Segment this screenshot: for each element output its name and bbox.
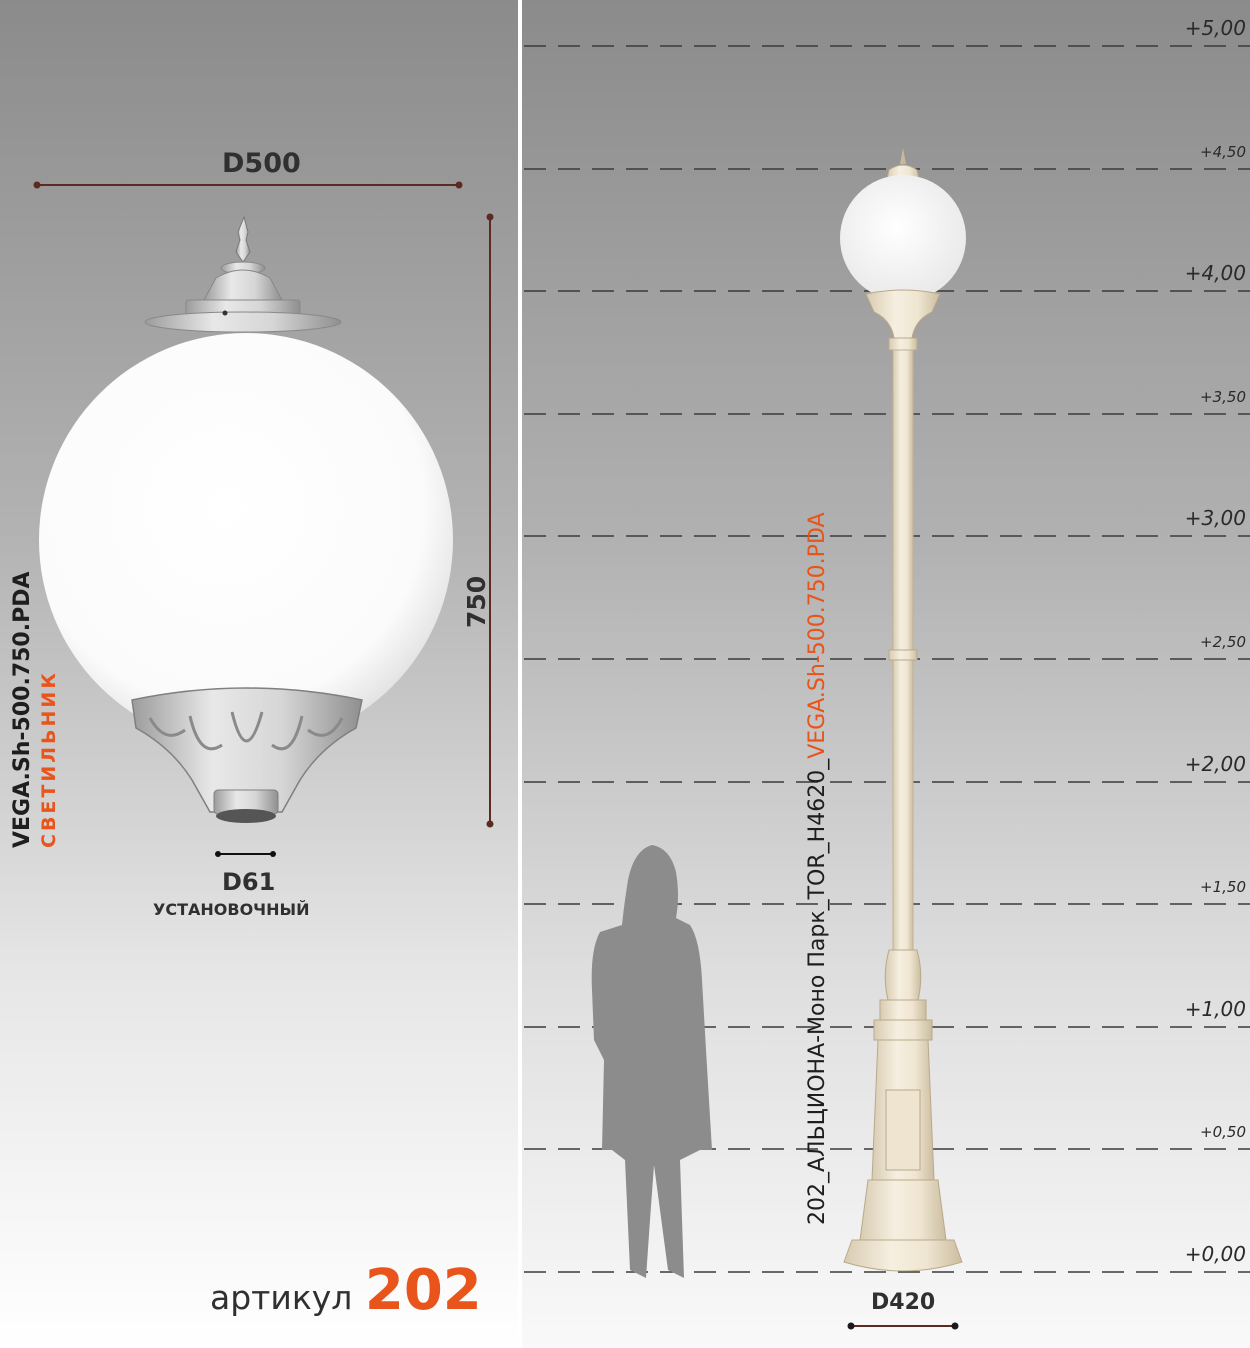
level-label: +1,50 [1200, 878, 1246, 896]
luminaire-drawing [33, 181, 494, 857]
level-label: +1,00 [1184, 997, 1246, 1021]
luminaire-cap [144, 215, 342, 333]
luminaire-base [131, 687, 363, 823]
person-silhouette [591, 845, 712, 1278]
mount-diameter-label: D61 [222, 868, 276, 896]
level-label: +0,50 [1200, 1123, 1246, 1141]
diameter-label: D500 [222, 148, 301, 179]
lamp-globe [840, 175, 966, 301]
product-name: 202_АЛЬЦИОНА-Моно Парк_TOR_H4620_VEGA.Sh… [805, 512, 830, 1225]
level-label: +3,00 [1184, 506, 1246, 530]
panel-divider [518, 0, 522, 1348]
level-label: +5,00 [1184, 16, 1246, 40]
level-label: +4,00 [1184, 261, 1246, 285]
article-block: артикул 202 [210, 1258, 482, 1323]
mount-caption: УСТАНОВОЧНЫЙ [153, 900, 310, 919]
level-label: +4,50 [1200, 143, 1246, 161]
base-dimension-line [847, 1322, 959, 1330]
article-number: 202 [364, 1258, 482, 1323]
level-label: +3,50 [1200, 388, 1246, 406]
lamp-post [840, 148, 966, 1272]
mount-dimension-line [215, 851, 276, 857]
luminaire-globe [39, 333, 453, 747]
product-prefix: 202_АЛЬЦИОНА-Моно Парк_TOR_H4620_ [805, 758, 830, 1225]
base-diameter-label: D420 [871, 1290, 936, 1315]
level-label: +2,00 [1184, 752, 1246, 776]
height-dimension-line [486, 213, 494, 828]
level-label: +2,50 [1200, 633, 1246, 651]
width-dimension-line [33, 181, 463, 189]
article-label: артикул [210, 1278, 353, 1317]
product-suffix: VEGA.Sh-500.750.PDA [805, 512, 830, 759]
level-label: +0,00 [1184, 1242, 1246, 1266]
